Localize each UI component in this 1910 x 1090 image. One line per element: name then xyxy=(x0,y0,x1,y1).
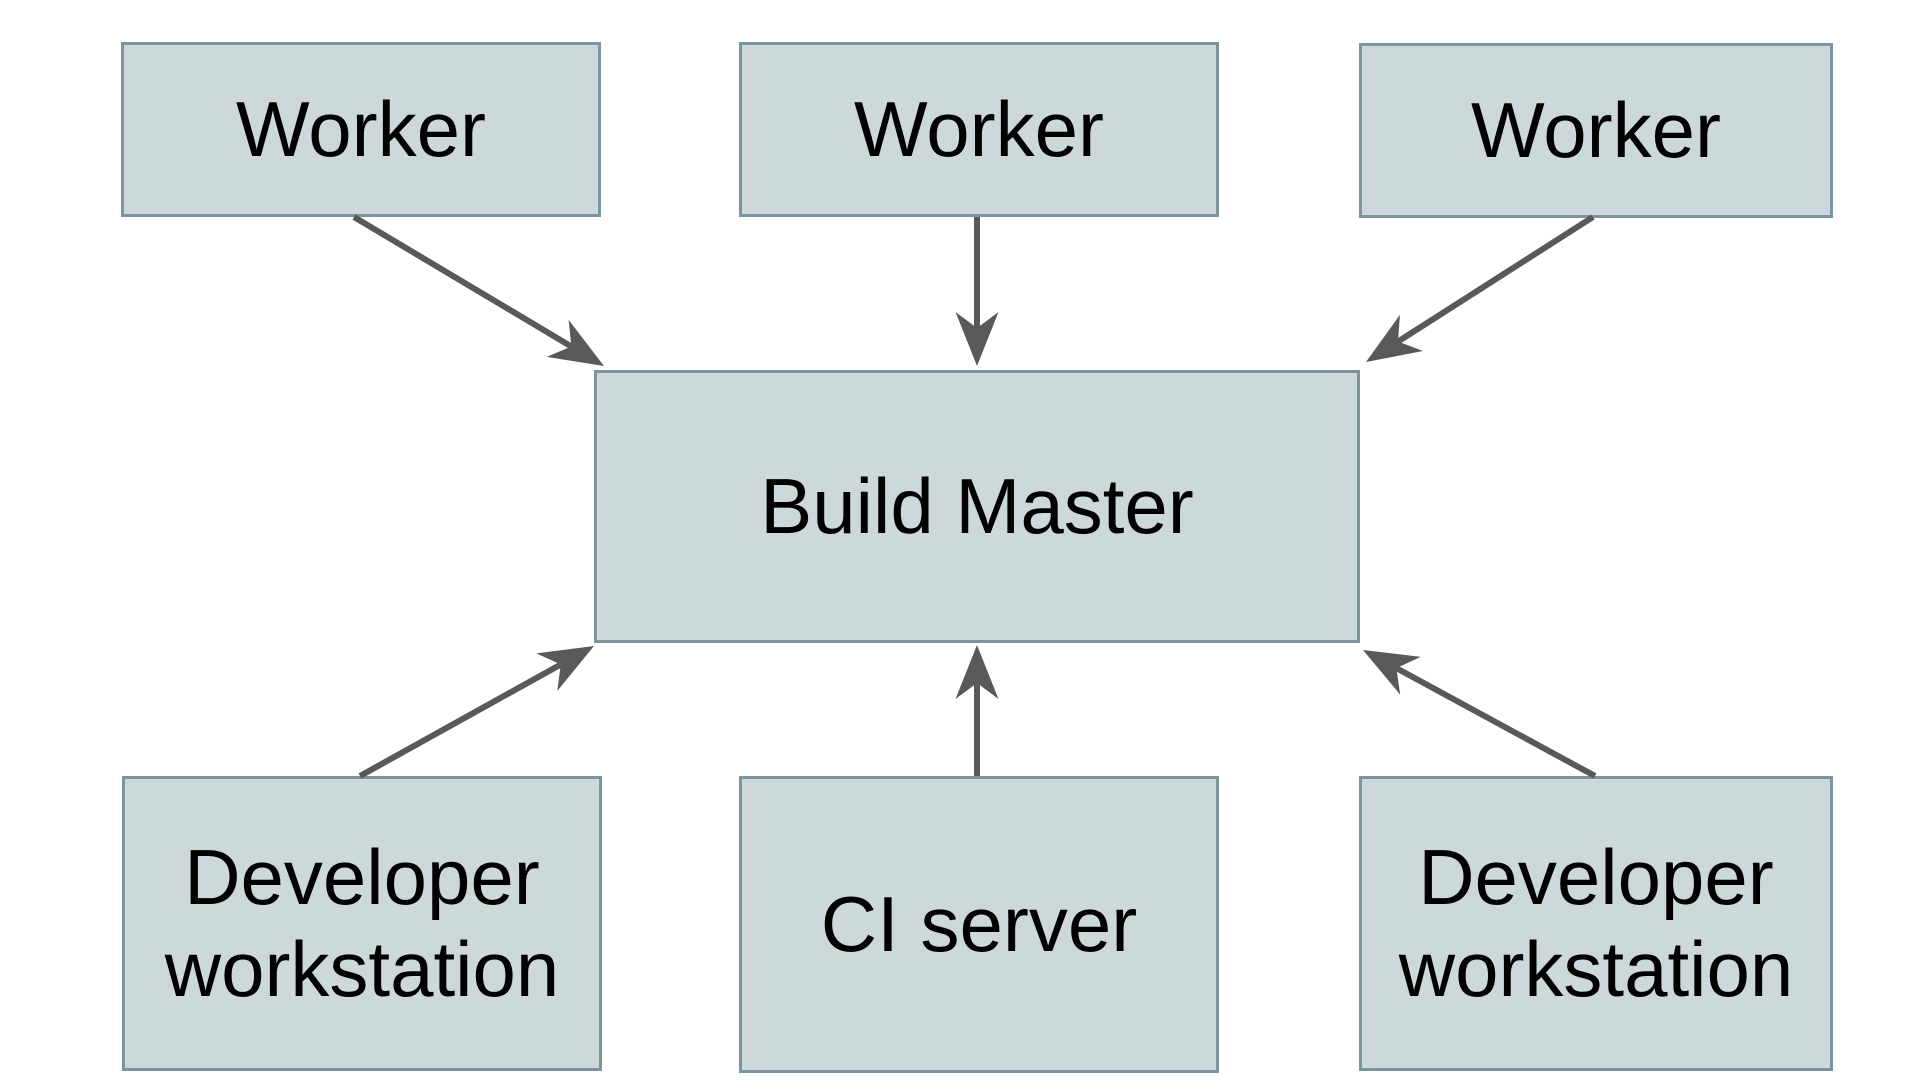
node-worker-1: Worker xyxy=(121,42,601,217)
arrow-ci-server-to-build-master xyxy=(955,645,999,776)
node-developer-workstation-2: Developer workstation xyxy=(1359,776,1833,1071)
arrow-shaft xyxy=(358,661,563,779)
node-developer-workstation-1: Developer workstation xyxy=(122,776,602,1071)
node-worker-3: Worker xyxy=(1359,43,1833,218)
arrow-worker-2-to-build-master xyxy=(955,217,999,366)
arrowhead-icon xyxy=(955,312,999,366)
arrowhead-icon xyxy=(536,646,594,692)
arrowhead-icon xyxy=(1366,314,1424,362)
node-build-master: Build Master xyxy=(594,370,1360,643)
arrowhead-icon xyxy=(1363,650,1421,695)
arrowhead-icon xyxy=(955,645,999,699)
node-developer-workstation-1-label: Developer workstation xyxy=(164,833,560,1013)
arrow-worker-3-to-build-master xyxy=(1366,214,1595,362)
node-worker-2: Worker xyxy=(739,42,1219,217)
node-worker-1-label: Worker xyxy=(236,84,486,173)
node-ci-server: CI server xyxy=(739,776,1219,1073)
node-worker-2-label: Worker xyxy=(854,84,1104,173)
node-worker-3-label: Worker xyxy=(1471,85,1721,174)
arrow-developer-workstation-2-to-build-master xyxy=(1363,650,1597,779)
arrow-shaft xyxy=(1396,214,1595,345)
arrow-worker-1-to-build-master xyxy=(352,214,604,366)
arrow-developer-workstation-1-to-build-master xyxy=(358,646,594,779)
arrow-shaft xyxy=(1394,665,1597,779)
arrowhead-icon xyxy=(546,319,604,366)
node-build-master-label: Build Master xyxy=(760,461,1194,550)
node-ci-server-label: CI server xyxy=(820,879,1138,968)
node-developer-workstation-2-label: Developer workstation xyxy=(1398,833,1794,1013)
arrow-shaft xyxy=(352,214,573,350)
